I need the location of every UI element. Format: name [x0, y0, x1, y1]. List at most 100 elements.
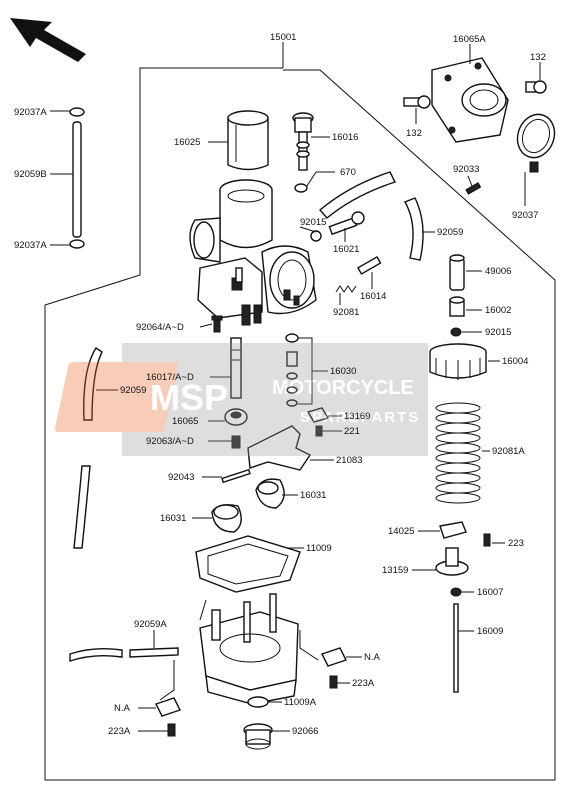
- part-16014-screw: [357, 255, 382, 275]
- label-92033: 92033: [453, 164, 479, 175]
- part-NA-bracket-left: [155, 697, 181, 717]
- label-11009: 11009: [306, 543, 332, 554]
- part-16065A-intake-holder: [431, 57, 509, 143]
- label-16030: 16030: [330, 366, 356, 377]
- watermark: MSP MOTORCYCLE SPAREPARTS: [54, 343, 428, 456]
- label-92063: 92063/A~D: [146, 436, 194, 447]
- part-21083-bracket: [247, 425, 312, 471]
- part-vent-hose: [319, 171, 396, 219]
- label-16065A: 16065A: [453, 34, 486, 45]
- front-direction-arrow-icon: [10, 18, 86, 62]
- part-92037-clamp: [516, 113, 556, 173]
- part-16004-cap: [429, 343, 487, 380]
- label-15001: 15001: [270, 32, 296, 43]
- label-132-left: 132: [406, 128, 422, 139]
- part-16031-float-left: [211, 504, 242, 533]
- part-92059-hose-left-lower: [73, 465, 91, 549]
- part-92037A-top: [69, 107, 85, 117]
- label-92059B: 92059B: [14, 169, 47, 180]
- part-14025-clip: [439, 521, 467, 539]
- part-11009A-oring: [247, 696, 269, 708]
- label-16021: 16021: [333, 244, 359, 255]
- part-92015-washer-lower: [450, 327, 462, 337]
- part-92063-jet: [231, 435, 241, 449]
- label-92081: 92081: [333, 307, 359, 318]
- part-132-screw-left: [403, 95, 431, 109]
- label-92059A: 92059A: [134, 619, 167, 630]
- label-221: 221: [344, 426, 360, 437]
- part-49006-cable-adjuster: [449, 254, 465, 291]
- label-16017: 16017/A~D: [146, 372, 194, 383]
- part-11009-gasket: [195, 535, 301, 593]
- label-132-right: 132: [530, 52, 546, 63]
- part-92059-hose-right: [403, 197, 424, 261]
- watermark-badge: MSP: [150, 377, 228, 418]
- part-16009-needle: [453, 603, 459, 693]
- part-223-screw: [483, 533, 491, 547]
- part-132-screw-right: [525, 80, 547, 94]
- label-92043: 92043: [168, 472, 194, 483]
- label-49006: 49006: [485, 266, 511, 277]
- part-92043-float-pin: [221, 468, 251, 484]
- part-16002-nut: [449, 296, 465, 317]
- part-92059A-hose-left: [69, 647, 123, 662]
- label-16007: 16007: [477, 587, 503, 598]
- part-92064-screw: [211, 315, 223, 333]
- label-NA-right: N.A: [364, 652, 381, 663]
- label-92037: 92037: [512, 210, 538, 221]
- label-92015-lower: 92015: [485, 327, 511, 338]
- label-92015-upper: 92015: [300, 217, 326, 228]
- part-92033-screw: [465, 182, 482, 195]
- label-223A-right: 223A: [352, 678, 375, 689]
- watermark-title: MOTORCYCLE: [272, 377, 414, 399]
- label-92066: 92066: [292, 726, 318, 737]
- label-11009A: 11009A: [284, 697, 317, 708]
- part-16017-needle-jet: [230, 337, 242, 399]
- label-21083: 21083: [336, 455, 362, 466]
- watermark-subtitle: SPAREPARTS: [300, 409, 420, 426]
- label-223: 223: [508, 538, 524, 549]
- part-16007-clip: [450, 587, 462, 597]
- part-92081-spring: [335, 285, 357, 293]
- label-16009: 16009: [477, 626, 503, 637]
- watermark-badge-icon: [54, 362, 179, 432]
- part-labels: 15001 16065A 132 132 92037A 92059B 92037…: [14, 32, 546, 737]
- part-223A-screw-right: [329, 675, 338, 689]
- label-16065: 16065: [172, 416, 198, 427]
- label-92037A-top: 92037A: [14, 107, 47, 118]
- part-16021-screw: [328, 211, 365, 236]
- label-16014: 16014: [360, 291, 386, 302]
- part-92059-hose-left: [83, 347, 103, 421]
- part-NA-bracket-right: [321, 647, 347, 667]
- part-670-oring: [294, 183, 308, 193]
- label-14025: 14025: [388, 526, 414, 537]
- label-16002: 16002: [485, 305, 511, 316]
- label-13159: 13159: [382, 565, 408, 576]
- label-16025: 16025: [174, 137, 200, 148]
- part-92066-drain-plug: [243, 723, 273, 750]
- label-16031-right: 16031: [300, 490, 326, 501]
- part-16031-float-right: [255, 478, 285, 509]
- label-13169: 13169: [344, 411, 370, 422]
- part-13169-plate: [306, 407, 330, 423]
- part-15001-carburetor-body: [189, 179, 317, 326]
- part-float-bowl: [199, 593, 299, 705]
- label-670: 670: [340, 167, 356, 178]
- label-92064: 92064/A~D: [136, 322, 184, 333]
- label-92037A-bottom: 92037A: [14, 240, 47, 251]
- part-92037A-bottom: [69, 239, 85, 249]
- assembly-boundary: [44, 67, 556, 781]
- label-16031-left: 16031: [160, 513, 186, 524]
- label-16004: 16004: [502, 356, 528, 367]
- part-16025-slide: [227, 110, 269, 171]
- label-223A-left: 223A: [108, 726, 131, 737]
- label-92059-right: 92059: [437, 227, 463, 238]
- part-13159-plate: [435, 547, 469, 576]
- label-92081A: 92081A: [492, 446, 525, 457]
- label-16016: 16016: [332, 132, 358, 143]
- leader-lines: [50, 42, 541, 732]
- part-16065-jet-holder: [224, 408, 248, 426]
- part-92081A-spring: [435, 402, 481, 504]
- label-92059-left: 92059: [120, 385, 146, 396]
